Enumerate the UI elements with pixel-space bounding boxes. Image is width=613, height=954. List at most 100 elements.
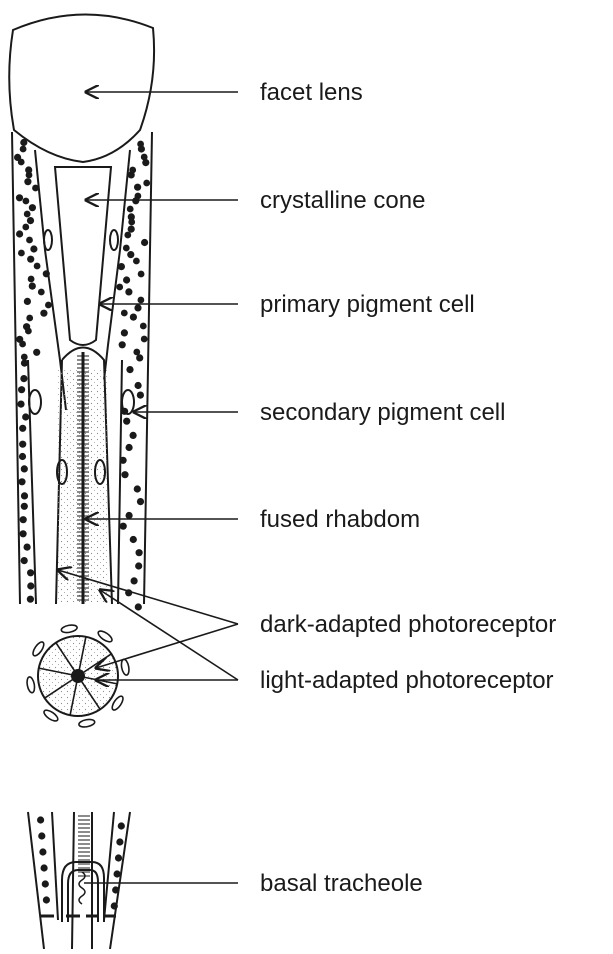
basal-rhabdom-striations bbox=[78, 816, 90, 876]
ommatidium-cross-section bbox=[26, 624, 130, 728]
pigment-granule bbox=[43, 896, 50, 903]
pigment-granule bbox=[33, 349, 40, 356]
pigment-granule bbox=[24, 211, 31, 218]
pigment-granule bbox=[27, 596, 34, 603]
secondary-wall-right bbox=[118, 360, 122, 604]
pigment-granule bbox=[37, 816, 44, 823]
pigment-granule bbox=[120, 457, 127, 464]
pigment-granule bbox=[21, 492, 28, 499]
pigment-granule bbox=[123, 418, 130, 425]
pigment-cell-profile bbox=[26, 676, 36, 693]
pigment-granule bbox=[128, 219, 135, 226]
pigment-cell-profile bbox=[120, 659, 130, 676]
pigment-granule bbox=[25, 328, 32, 335]
pigment-granule bbox=[135, 193, 142, 200]
pigment-granule bbox=[136, 549, 143, 556]
pigment-granule bbox=[127, 206, 134, 213]
pigment-granule bbox=[39, 848, 46, 855]
pigment-granule bbox=[115, 854, 122, 861]
labels: facet lens crystalline cone primary pigm… bbox=[260, 79, 556, 897]
pigment-granule bbox=[18, 386, 25, 393]
tracheole-coil bbox=[79, 872, 85, 904]
leader-dark-adapted-cross bbox=[96, 624, 238, 668]
pigment-cell-profile bbox=[61, 624, 78, 634]
pigment-granule bbox=[26, 315, 33, 322]
pigment-granule bbox=[121, 408, 128, 415]
pigment-granule bbox=[23, 198, 30, 205]
basal-tracheole-shape bbox=[62, 862, 104, 922]
pigment-granule bbox=[137, 141, 144, 148]
pigment-granule bbox=[136, 354, 143, 361]
pigment-granule bbox=[135, 603, 142, 610]
pigment-granule bbox=[29, 283, 36, 290]
pigment-granule bbox=[18, 159, 25, 166]
pigment-granule bbox=[137, 392, 144, 399]
label-light-adapted-photoreceptor: light-adapted photoreceptor bbox=[260, 667, 554, 694]
pigment-granule bbox=[126, 512, 133, 519]
primary-pigment-right bbox=[104, 150, 130, 380]
pigment-granule bbox=[16, 194, 23, 201]
pigment-granule bbox=[19, 425, 26, 432]
label-basal-tracheole: basal tracheole bbox=[260, 870, 423, 897]
label-fused-rhabdom: fused rhabdom bbox=[260, 506, 420, 533]
pigment-granule bbox=[130, 536, 137, 543]
crystalline-cone-shape bbox=[55, 167, 111, 345]
pigment-granule bbox=[141, 239, 148, 246]
pigment-granule bbox=[18, 250, 25, 257]
pigment-granule bbox=[18, 478, 25, 485]
pigment-granule bbox=[135, 382, 142, 389]
pigment-granule bbox=[21, 360, 28, 367]
pigment-granule bbox=[27, 582, 34, 589]
pigment-granule bbox=[121, 310, 128, 317]
pigment-granule bbox=[138, 297, 145, 304]
pigment-granule bbox=[128, 226, 135, 233]
pigment-granule bbox=[45, 302, 52, 309]
pigment-granule bbox=[20, 516, 27, 523]
nucleus bbox=[110, 230, 118, 250]
basal-rhabdom-left bbox=[72, 812, 74, 949]
pigment-granule bbox=[130, 432, 137, 439]
pigment-granule bbox=[124, 232, 131, 239]
pigment-granule bbox=[24, 178, 31, 185]
pigment-granule bbox=[27, 217, 34, 224]
pigment-granule bbox=[119, 341, 126, 348]
pigment-granule bbox=[121, 329, 128, 336]
pigment-granule bbox=[17, 401, 24, 408]
pigment-granule bbox=[141, 336, 148, 343]
pigment-granule bbox=[121, 471, 128, 478]
pigment-granule bbox=[129, 167, 136, 174]
label-crystalline-cone: crystalline cone bbox=[260, 187, 425, 214]
pigment-granule bbox=[134, 485, 141, 492]
pigment-granule bbox=[134, 304, 141, 311]
pigment-granule bbox=[114, 870, 121, 877]
pigment-granule bbox=[120, 523, 127, 530]
pigment-granule bbox=[28, 276, 35, 283]
pigment-granule bbox=[133, 258, 140, 265]
pigment-granule bbox=[138, 271, 145, 278]
pigment-granule bbox=[131, 577, 138, 584]
pigment-granule bbox=[20, 375, 27, 382]
pigment-cell-profile bbox=[78, 718, 95, 728]
basal-inner-left bbox=[52, 812, 58, 920]
pigment-granule bbox=[41, 864, 48, 871]
pigment-granule bbox=[133, 349, 140, 356]
pigment-granule bbox=[19, 453, 26, 460]
nucleus bbox=[29, 390, 41, 414]
pigment-granule bbox=[21, 503, 28, 510]
label-facet-lens: facet lens bbox=[260, 79, 363, 106]
pigment-granule bbox=[24, 544, 31, 551]
pigment-granule bbox=[34, 263, 41, 270]
pigment-granule bbox=[27, 256, 34, 263]
outer-wall-left bbox=[12, 132, 20, 604]
pigment-granule bbox=[125, 288, 132, 295]
cross-section-rhabdom bbox=[72, 670, 84, 682]
pigment-granule bbox=[140, 323, 147, 330]
pigment-granule bbox=[21, 557, 28, 564]
pigment-granule bbox=[141, 154, 148, 161]
pigment-granule bbox=[143, 180, 150, 187]
pigment-granule bbox=[20, 146, 27, 153]
pigment-granule bbox=[134, 184, 141, 191]
pigment-granule bbox=[135, 562, 142, 569]
pigment-granule bbox=[20, 139, 27, 146]
